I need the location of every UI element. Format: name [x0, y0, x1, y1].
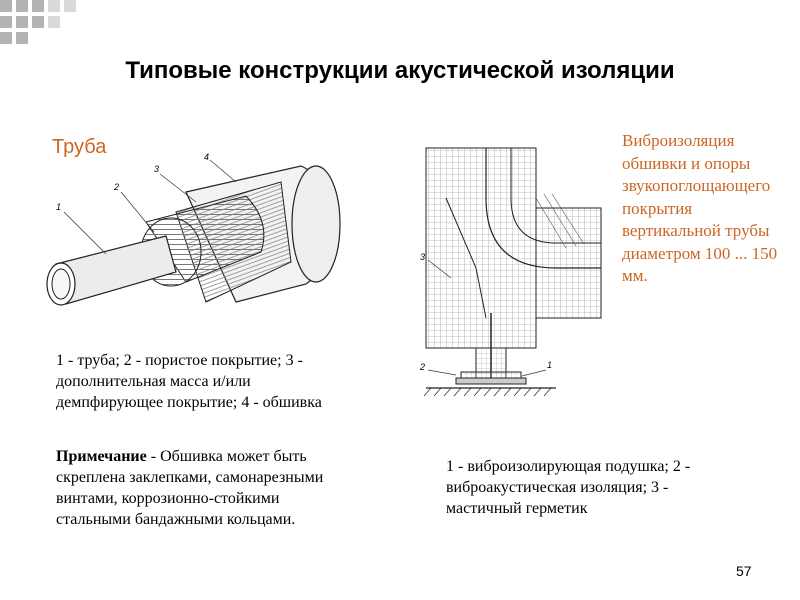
page-number: 57 — [736, 563, 752, 579]
section-heading: Труба — [52, 136, 107, 158]
label-3: 3 — [420, 252, 425, 262]
vertical-pipe-diagram: 3 2 1 — [419, 147, 602, 397]
label-3: 3 — [154, 164, 159, 174]
vertical-pipe-legend: 1 - виброизолирующая подушка; 2 - виброа… — [446, 458, 691, 517]
note-paragraph: Примечание - Обшивка может быть скреплен… — [56, 446, 356, 530]
vertical-pipe-description: Виброизоляция обшивки и опоры звукопогло… — [622, 131, 778, 285]
label-2: 2 — [113, 182, 119, 192]
insulated-pipe-diagram: 1 2 3 4 — [46, 152, 341, 306]
note-text: - Обшивка может быть скреплена заклепкам… — [56, 448, 324, 528]
label-2: 2 — [419, 362, 425, 372]
slide-title: Типовые конструкции акустической изоляци… — [125, 57, 675, 84]
label-1: 1 — [547, 360, 552, 370]
label-4: 4 — [204, 152, 209, 162]
label-1: 1 — [56, 202, 61, 212]
pipe-legend: 1 - труба; 2 - пористое покрытие; 3 - до… — [56, 352, 322, 411]
note-label: Примечание — [56, 448, 147, 465]
decorative-squares — [0, 0, 76, 44]
